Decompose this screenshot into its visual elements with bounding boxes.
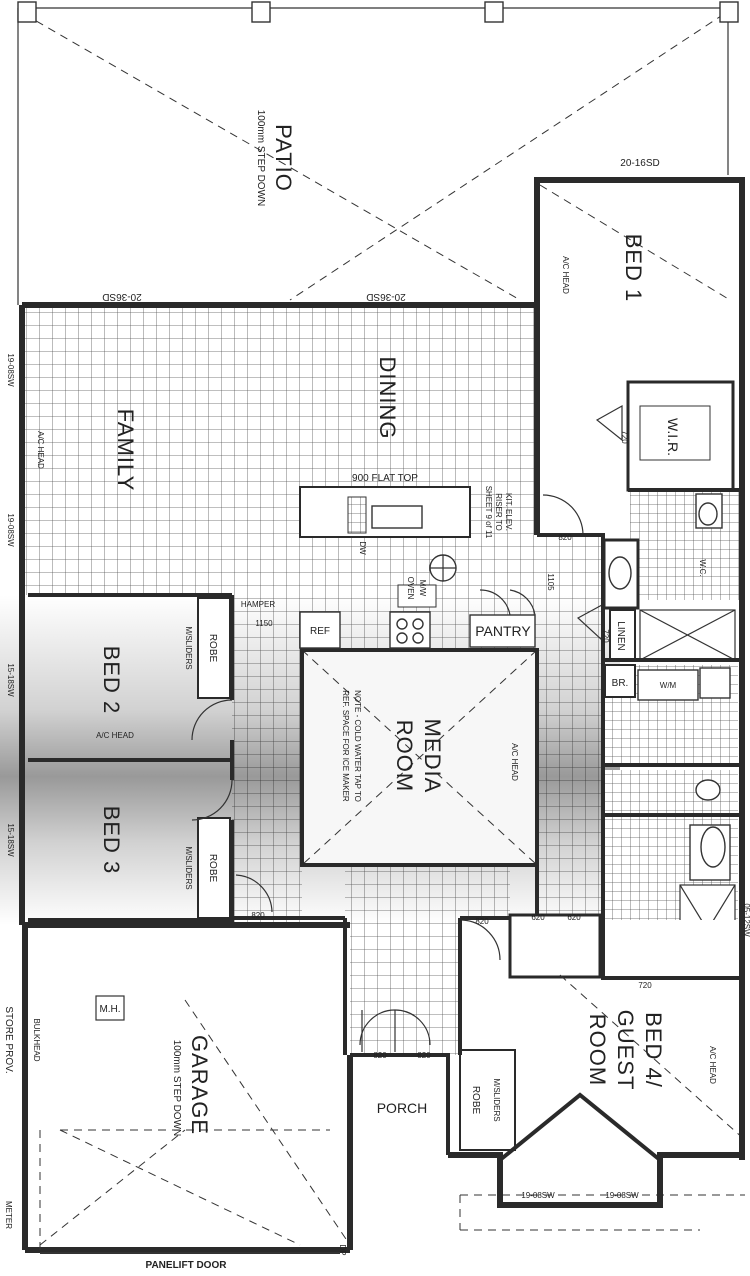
label-br: BR. (612, 678, 629, 689)
label-pantry: PANTRY (475, 623, 531, 639)
dim-20-36sd-a: 20-36SD (102, 291, 141, 302)
label-media-room: ROOM (392, 720, 417, 792)
note-media-b: REF. SPACE FOR ICE MAKER (341, 690, 350, 802)
note-bulkhead: BULKHEAD (32, 1018, 41, 1061)
dim-19-08sw-d: 19-08SW (605, 1191, 639, 1200)
note-dw: DW (358, 541, 367, 555)
label-bed1: BED 1 (621, 234, 646, 303)
note-mw: M/W (418, 580, 427, 597)
dim-15-18sw-b: 15-18SW (6, 823, 15, 857)
dim-20-16sd: 20-16SD (620, 158, 659, 169)
note-msliders-bed3: M/SLIDERS (184, 846, 193, 889)
dim-05-12sw: 05-12SW (742, 903, 750, 937)
dim-1105: 1105 (546, 573, 555, 591)
note-media-a: NOTE - COLD WATER TAP TO (353, 690, 362, 802)
note-hamper: HAMPER (241, 600, 275, 609)
label-mh: M.H. (99, 1004, 120, 1015)
note-ac-head-family: A/C HEAD (36, 431, 45, 469)
note-kit-elev-a: KIT. ELEV. (504, 493, 513, 531)
note-msliders-bed4: M/SLIDERS (492, 1078, 501, 1121)
bed1-suite (539, 180, 740, 661)
walls (19, 177, 745, 1253)
label-robe2: ROBE (207, 634, 218, 663)
label-ref: REF (310, 626, 330, 637)
note-oven: OVEN (406, 577, 415, 600)
label-patio: PATIO (271, 124, 296, 192)
dim-19-08sw-b: 19-08SW (6, 513, 15, 547)
dim-820-a: 820 (251, 911, 265, 920)
dim-820-e: 820 (558, 533, 572, 542)
label-garage-note: 100mm STEP DOWN (171, 1040, 182, 1137)
label-guest: GUEST (613, 1010, 638, 1091)
door-swings (191, 404, 623, 1052)
bed2-bed3 (28, 597, 231, 919)
label-wc: W.C. (698, 559, 707, 576)
label-dining: DINING (375, 357, 400, 440)
plan-notes: 900 FLAT TOP NOTE - COLD WATER TAP TO RE… (3, 256, 717, 1271)
note-kit-elev-b: RISER TO (494, 493, 503, 531)
label-garage: GARAGE (187, 1035, 212, 1135)
dim-620-a: 620 (531, 913, 545, 922)
dim-20-36sd-b: 20-36SD (366, 291, 405, 302)
dim-15-18sw-a: 15-18SW (6, 663, 15, 697)
panelift-door (39, 1130, 340, 1254)
dim-dp: DP (338, 1244, 347, 1255)
note-meter: METER (4, 1201, 13, 1229)
dim-620-b: 620 (567, 913, 581, 922)
note-hamper-dim: 1150 (255, 619, 273, 628)
kitchen-fixtures (299, 486, 536, 649)
label-linen: LINEN (615, 621, 626, 650)
garage (25, 925, 351, 1246)
label-bed3: BED 3 (99, 806, 124, 875)
note-ac-head-media: A/C HEAD (510, 743, 519, 781)
dim-720-a: 720 (620, 430, 629, 444)
note-flat-top: 900 FLAT TOP (352, 473, 418, 484)
note-msliders-bed2: M/SLIDERS (184, 626, 193, 669)
label-patio-note: 100mm STEP DOWN (255, 110, 266, 207)
note-kit-elev-c: SHEET 9 of 11 (484, 486, 493, 539)
note-ac-head-bed1: A/C HEAD (561, 256, 570, 294)
note-store-prov: STORE PROV. (3, 1006, 14, 1073)
note-panelift: PANELIFT DOOR (146, 1260, 228, 1271)
label-porch: PORCH (377, 1100, 428, 1116)
label-bed4: BED 4/ (641, 1012, 666, 1088)
room-labels: PATIO 100mm STEP DOWN FAMILY DINING BED … (99, 110, 707, 1137)
dim-820-c: 820 (417, 1051, 431, 1060)
label-bed2: BED 2 (99, 646, 124, 715)
dimension-labels: 20-16SD 20-36SD 20-36SD 19-08SW 19-08SW … (6, 158, 750, 1256)
dim-820-d: 820 (475, 917, 489, 926)
dim-820-b: 820 (373, 1051, 387, 1060)
label-wm: W/M (660, 681, 677, 690)
dim-19-08sw-a: 19-08SW (6, 353, 15, 387)
dim-720-b: 720 (601, 629, 610, 643)
note-ac-head-bed2: A/C HEAD (96, 731, 134, 740)
porch (356, 1058, 448, 1153)
note-ac-head-bed4: A/C HEAD (708, 1046, 717, 1084)
label-robe4: ROBE (470, 1086, 481, 1115)
label-wir: W.I.R. (665, 418, 681, 456)
label-robe3: ROBE (207, 854, 218, 883)
label-family: FAMILY (113, 409, 138, 492)
media-room (300, 648, 539, 867)
dim-19-08sw-c: 19-08SW (521, 1191, 555, 1200)
label-media: MEDIA (420, 719, 445, 794)
label-room: ROOM (585, 1014, 610, 1086)
dim-720-c: 720 (638, 981, 652, 990)
